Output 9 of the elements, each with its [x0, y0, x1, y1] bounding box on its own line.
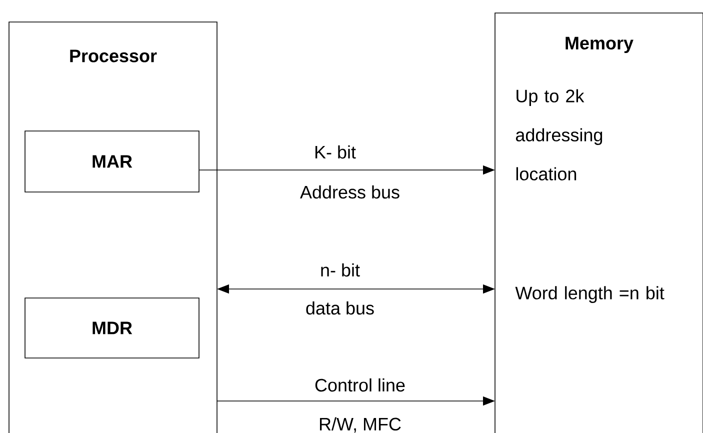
register-box: MAR	[24, 130, 200, 192]
bus-name: R/W, MFC	[320, 417, 401, 433]
edge-label: Control line	[315, 378, 405, 392]
memory-box: Memory Up to 2k addressing location Word length =n bit	[494, 12, 703, 433]
bus-name: Address bus	[300, 185, 400, 199]
bus-name: data bus	[306, 301, 374, 315]
edge-label: n- bit	[321, 263, 360, 277]
register-box: MDR	[24, 298, 200, 358]
edge-label: K- bit	[315, 145, 356, 159]
